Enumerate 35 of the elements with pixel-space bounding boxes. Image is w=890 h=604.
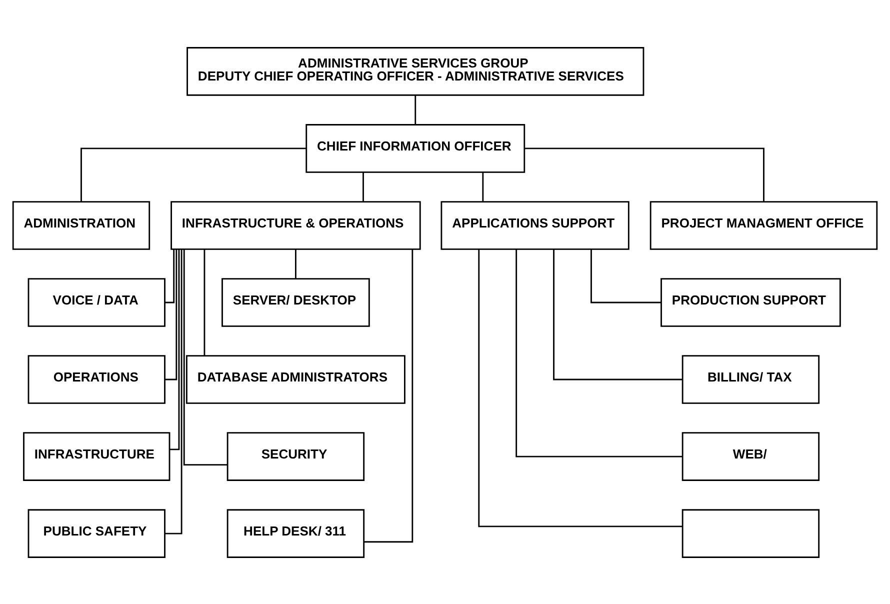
connector	[165, 248, 178, 380]
node-box: ADMINISTRATION	[12, 200, 150, 250]
connector	[364, 248, 414, 542]
node-box: SECURITY	[226, 432, 365, 480]
connector	[183, 248, 228, 466]
node-box: APPLICATIONS SUPPORT	[440, 200, 630, 250]
node-box: INFRASTRUCTURE	[23, 432, 170, 480]
connector	[164, 249, 182, 534]
node-box: PROJECT MANAGMENT OFFICE	[650, 200, 878, 250]
node-box	[682, 508, 820, 558]
connector	[414, 94, 416, 124]
node-box: INFRASTRUCTURE & OPERATIONS	[170, 200, 421, 250]
connector	[295, 248, 296, 278]
connector	[590, 248, 662, 303]
node-box: PRODUCTION SUPPORT	[660, 278, 841, 326]
connector	[478, 249, 682, 527]
connector	[524, 147, 764, 202]
connector	[204, 248, 206, 356]
node-box: OPERATIONS	[28, 354, 166, 404]
node-box: HELP DESK/ 311	[226, 508, 365, 558]
node-box: ADMINISTRATIVE SERVICES GROUP DEPUTY CHIEF OPERATING OFFICER - ADMINISTRATIVE SERVICES	[186, 46, 644, 96]
node-box: VOICE / DATA	[28, 278, 166, 326]
node-box: SERVER/ DESKTOP	[222, 278, 370, 326]
node-box: DATABASE ADMINISTRATORS	[186, 354, 406, 404]
node-box: WEB/	[682, 432, 820, 480]
connector	[482, 172, 484, 201]
connector	[170, 248, 180, 450]
connector	[80, 147, 306, 202]
node-box: CHIEF INFORMATION OFFICER	[306, 124, 526, 172]
connector	[165, 248, 175, 303]
node-box: BILLING/ TAX	[682, 354, 820, 404]
node-box: PUBLIC SAFETY	[28, 508, 166, 558]
connector	[362, 172, 364, 201]
connector	[516, 248, 682, 457]
connector	[553, 248, 682, 380]
